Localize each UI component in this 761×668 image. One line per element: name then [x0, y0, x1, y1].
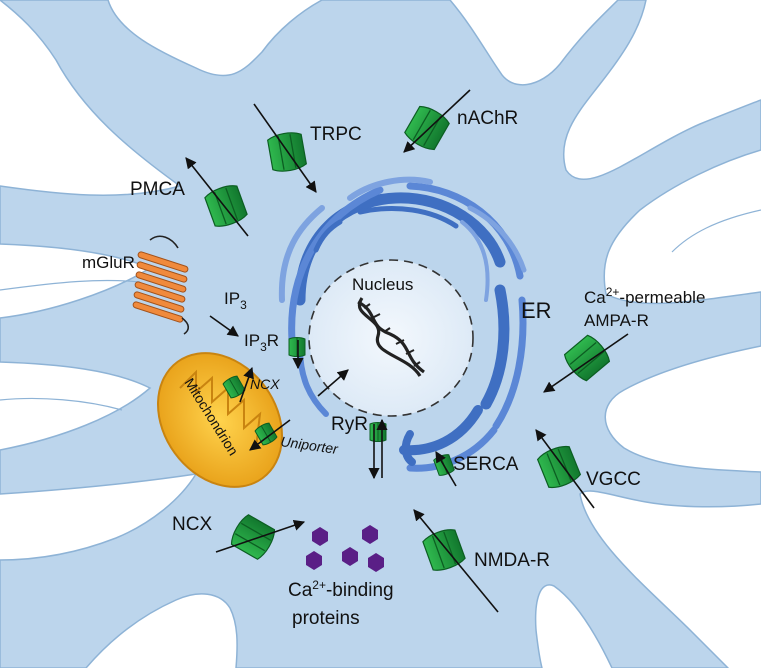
vgcc-label: VGCC	[586, 469, 641, 490]
binding-protein-icon	[306, 525, 384, 572]
nmda-label: NMDA-R	[474, 550, 550, 571]
ca-binding-label-line2: proteins	[292, 608, 360, 629]
nucleus-label: Nucleus	[352, 275, 413, 294]
serca-label: SERCA	[453, 454, 519, 475]
ca-ampa-label-line2: AMPA-R	[584, 311, 649, 330]
dna-helix-icon	[357, 297, 425, 377]
mito-ncx-label: NCX	[250, 376, 280, 392]
flux-arrows	[185, 89, 629, 613]
ca-ampa-label-line1: Ca2+-permeable	[584, 285, 705, 307]
ip3-label: IP3	[224, 289, 247, 312]
ncx-membrane-label: NCX	[172, 514, 212, 535]
ca-binding-label-line1: Ca2+-binding	[288, 578, 394, 601]
ryr-label: RyR	[331, 414, 368, 435]
ip3-receptor-icon	[288, 337, 306, 357]
ryanodine-receptor-icon	[369, 422, 387, 442]
endoplasmic-reticulum	[278, 176, 527, 472]
er-label: ER	[521, 298, 552, 323]
trpc-label: TRPC	[310, 124, 362, 145]
mglur-label: mGluR	[82, 253, 135, 272]
pmca-label: PMCA	[130, 179, 185, 200]
gpcr-helix-icon	[132, 235, 190, 335]
ip3r-label: IP3R	[244, 331, 279, 354]
nachr-label: nAChR	[457, 108, 518, 129]
nucleus	[308, 259, 474, 417]
